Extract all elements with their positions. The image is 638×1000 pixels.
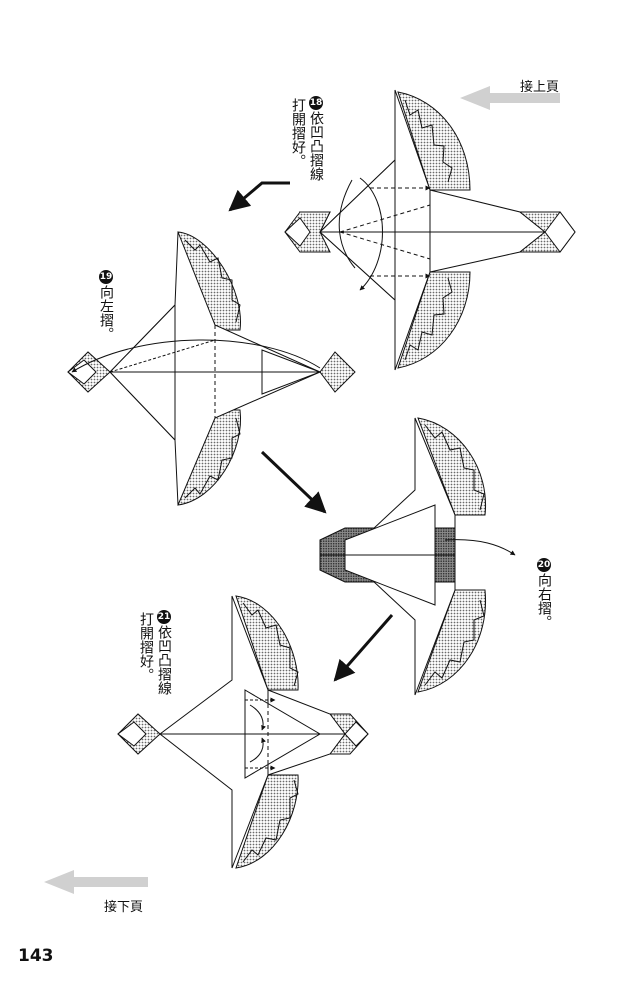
arrow-20-to-21 xyxy=(333,614,394,682)
step-20-col1: 20向右摺。 xyxy=(536,558,552,629)
step-19-number: 19 xyxy=(99,270,113,284)
step-18-number: 18 xyxy=(309,96,323,110)
step-20-instruction: 20向右摺。 xyxy=(536,558,552,629)
step-21-col2: 打開摺好。 xyxy=(138,612,154,682)
arrow-19-to-20 xyxy=(260,450,327,514)
step-18-figure xyxy=(284,89,576,371)
continue-to-label: 接下頁 xyxy=(104,900,144,915)
step-18-instruction: 18依凹凸摺線 打開摺好。 xyxy=(290,96,324,181)
step-20-figure xyxy=(319,417,516,696)
step-21-col1: 21依凹凸摺線 xyxy=(156,610,172,695)
step-18-col2: 打開摺好。 xyxy=(290,98,306,168)
arrow-18-to-19 xyxy=(228,181,290,212)
continue-to-arrow xyxy=(44,870,148,894)
continue-from-arrow xyxy=(460,86,560,110)
continue-from-label: 接上頁 xyxy=(520,80,560,95)
step-19-instruction: 19向左摺。 xyxy=(98,270,114,341)
step-19-col1: 19向左摺。 xyxy=(98,270,114,341)
step-18-col1: 18依凹凸摺線 xyxy=(308,96,324,181)
page-number: 143 xyxy=(18,946,54,966)
step-20-number: 20 xyxy=(537,558,551,572)
step-19-figure xyxy=(67,231,356,506)
step-21-instruction: 21依凹凸摺線 打開摺好。 xyxy=(138,610,172,695)
step-21-figure xyxy=(117,595,369,869)
step-21-number: 21 xyxy=(157,610,171,624)
